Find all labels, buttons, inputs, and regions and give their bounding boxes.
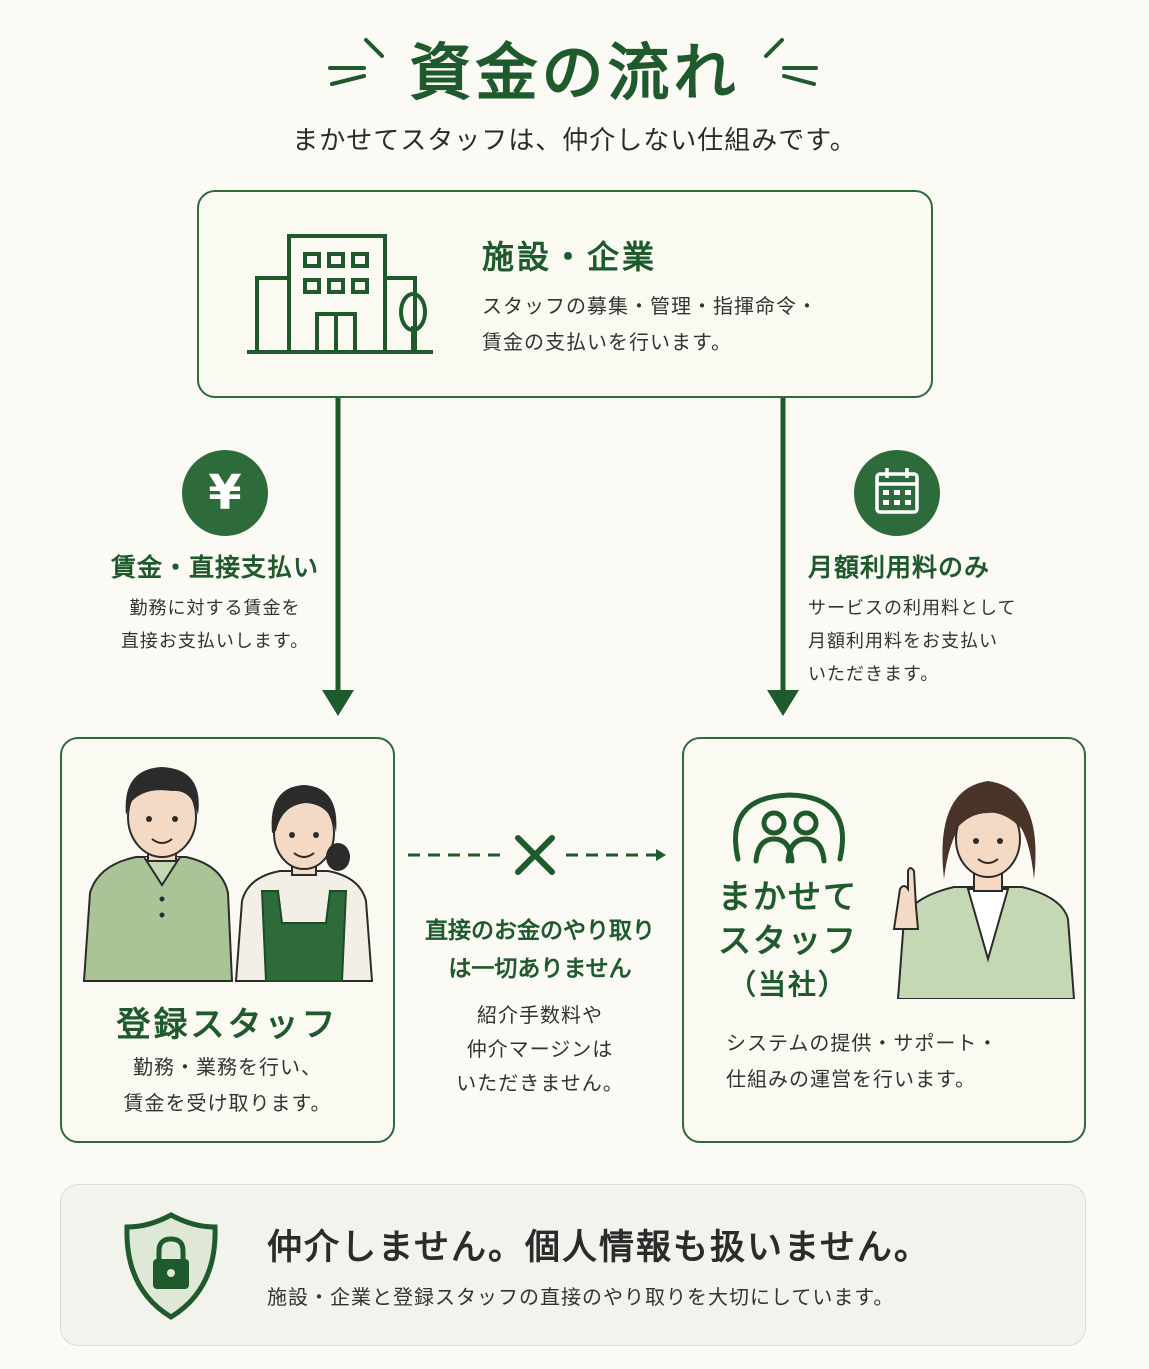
left-flow-desc-line: 勤務に対する賃金を — [129, 598, 301, 619]
footer-box: 仲介しません。個人情報も扱いません。 施設・企業と登録スタッフの直接のやり取りを… — [60, 1184, 1086, 1346]
middle-desc-line: 紹介手数料や — [477, 1003, 603, 1027]
shield-lock-icon — [124, 1212, 218, 1320]
makasete-desc-line: 仕組みの運営を行います。 — [726, 1067, 976, 1091]
staff-heading: 登録スタッフ — [116, 1005, 339, 1045]
company-description: スタッフの募集・管理・指揮命令・ 賃金の支払いを行います。 — [482, 288, 818, 360]
company-desc-line: スタッフの募集・管理・指揮命令・ — [482, 294, 818, 318]
right-flow-desc-line: いただきます。 — [808, 664, 940, 685]
left-flow-heading: 賃金・直接支払い — [110, 553, 319, 582]
yen-symbol: ¥ — [208, 465, 242, 521]
yen-icon: ¥ — [182, 450, 268, 536]
right-flow-description: サービスの利用料として 月額利用料をお支払い いただきます。 — [808, 592, 1016, 691]
middle-desc-line: 仲介マージンは — [466, 1037, 614, 1061]
company-box: 施設・企業 スタッフの募集・管理・指揮命令・ 賃金の支払いを行います。 — [197, 190, 933, 398]
man-figure — [82, 767, 234, 982]
makasete-name-line: スタッフ — [718, 921, 858, 960]
sparkle-right-icon — [764, 38, 818, 86]
calendar-circle — [854, 450, 940, 536]
staff-description: 勤務・業務を行い、 賃金を受け取ります。 — [62, 1049, 393, 1121]
left-flow-description: 勤務に対する賃金を 直接お支払いします。 — [95, 592, 335, 658]
cross-icon — [515, 835, 555, 875]
staff-desc-line: 勤務・業務を行い、 — [133, 1055, 322, 1079]
middle-heading-line: 直接のお金のやり取り — [425, 918, 655, 944]
makasete-name: まかせて スタッフ （当社） — [698, 875, 878, 1007]
makasete-description: システムの提供・サポート・ 仕組みの運営を行います。 — [726, 1025, 998, 1097]
right-arrow-head — [767, 690, 799, 716]
middle-description: 紹介手数料や 仲介マージンは いただきません。 — [395, 998, 685, 1100]
footer-heading: 仲介しません。個人情報も扱いません。 — [267, 1228, 931, 1268]
middle-heading: 直接のお金のやり取り は一切ありません — [395, 912, 685, 988]
makasete-desc-line: システムの提供・サポート・ — [726, 1031, 999, 1055]
team-logo-icon — [733, 792, 846, 864]
middle-heading-line: は一切ありません — [448, 956, 632, 982]
sparkle-left-icon — [328, 38, 384, 86]
makasete-box: まかせて スタッフ （当社） システムの提供・サポート・ 仕組みの運営を行います… — [682, 737, 1086, 1143]
staff-illustration — [82, 767, 374, 982]
page-subtitle: まかせてスタッフは、仲介しない仕組みです。 — [292, 126, 857, 156]
staff-desc-line: 賃金を受け取ります。 — [123, 1091, 332, 1115]
dashed-arrow-head — [656, 849, 666, 861]
makasete-name-line: まかせて — [718, 877, 858, 916]
left-arrow-head — [322, 690, 354, 716]
woman-figure — [234, 785, 374, 982]
representative-illustration — [892, 781, 1076, 999]
calendar-icon — [875, 468, 919, 514]
right-flow-desc-line: 月額利用料をお支払い — [808, 631, 998, 652]
staff-box: 登録スタッフ 勤務・業務を行い、 賃金を受け取ります。 — [60, 737, 395, 1143]
left-flow-desc-line: 直接お支払いします。 — [120, 631, 310, 652]
right-flow-desc-line: サービスの利用料として — [808, 598, 1017, 619]
page-title: 資金の流れ — [409, 36, 740, 109]
footer-description: 施設・企業と登録スタッフの直接のやり取りを大切にしています。 — [267, 1285, 895, 1309]
makasete-name-line: （当社） — [727, 968, 848, 1001]
middle-desc-line: いただきません。 — [456, 1071, 624, 1095]
right-flow-heading: 月額利用料のみ — [808, 553, 991, 582]
company-desc-line: 賃金の支払いを行います。 — [482, 330, 732, 354]
company-heading: 施設・企業 — [482, 238, 658, 276]
building-icon — [247, 234, 433, 354]
